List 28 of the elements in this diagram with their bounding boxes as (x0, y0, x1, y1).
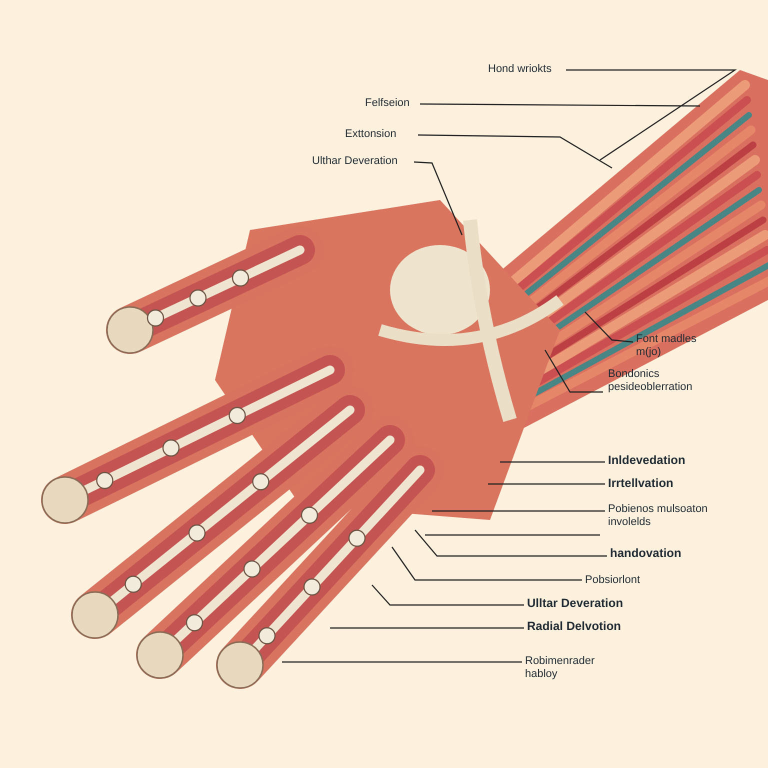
muscle-label: Robimenrader habloy (525, 655, 615, 681)
leader-line (566, 69, 737, 160)
leader-line (432, 510, 605, 512)
leader-line (282, 661, 522, 663)
muscle-label: Radial Delvotion (527, 620, 637, 633)
leader-line (584, 312, 634, 343)
leader-line (392, 546, 582, 581)
muscle-label: Ulthar Deveration (312, 155, 412, 168)
muscle-label: handovation (610, 547, 710, 560)
muscle-label: Font madles m(jo) (636, 333, 716, 359)
leader-line (418, 134, 612, 169)
muscle-label: Pobsiorlont (585, 574, 675, 587)
leader-line (414, 161, 463, 236)
muscle-label: Irrtellvation (608, 477, 708, 490)
leader-line (544, 350, 603, 393)
muscle-label: Felfseion (365, 97, 420, 110)
leader-line (414, 530, 607, 557)
leader-line (500, 461, 605, 463)
muscle-label: Inldevedation (608, 454, 708, 467)
muscle-label: Pobienos mulsoaton involelds (608, 503, 728, 529)
leader-line (420, 103, 700, 107)
leader-line (425, 534, 600, 536)
leader-line (488, 483, 605, 485)
leader-line (330, 627, 524, 629)
muscle-label: Ulltar Deveration (527, 597, 637, 610)
muscle-label: Exttonsion (345, 128, 415, 141)
muscle-label: Hond wriokts (488, 63, 573, 76)
leader-line (372, 584, 524, 606)
